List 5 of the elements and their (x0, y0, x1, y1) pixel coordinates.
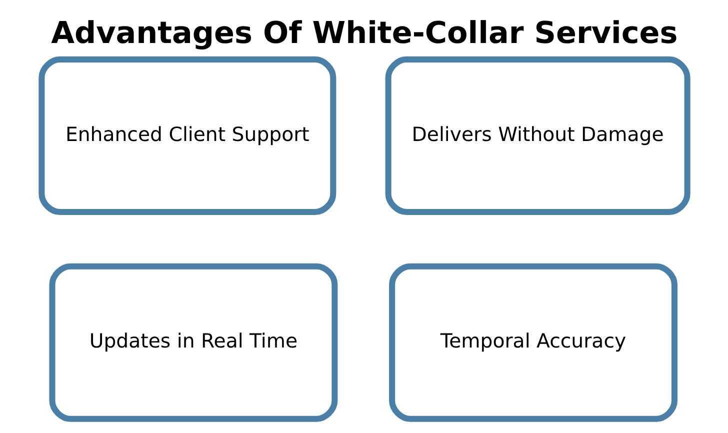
node-box: Updates in Real Time (48, 263, 338, 422)
node-box: Delivers Without Damage (384, 56, 690, 215)
node-box: Enhanced Client Support (38, 56, 336, 215)
diagram-title: Advantages Of White-Collar Services (50, 16, 678, 51)
node-box: Temporal Accuracy (388, 263, 677, 422)
